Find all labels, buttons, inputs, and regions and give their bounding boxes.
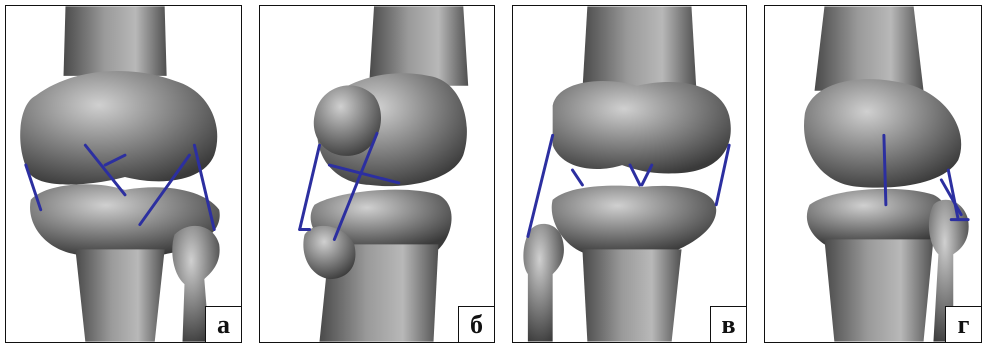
knee-joint-image-g (765, 6, 981, 342)
panel-label-v: в (710, 306, 746, 342)
tibia-plateau (807, 189, 949, 244)
ligament-line (572, 170, 582, 185)
knee-joint-image-a (6, 6, 241, 342)
tibia-plateau (552, 186, 717, 253)
femur-condyles (553, 81, 731, 173)
femur-condyles (804, 79, 961, 188)
tibia-shaft (75, 249, 164, 341)
femur-shaft (64, 6, 167, 75)
femur-shaft (582, 6, 696, 90)
tibia-shaft (582, 249, 681, 341)
panel-label-g: г (945, 306, 981, 342)
tibia-shaft (824, 239, 933, 341)
panel-label-b: б (458, 306, 494, 342)
knee-joint-image-b (260, 6, 494, 342)
femur-shaft (815, 7, 924, 91)
femur-condyles (20, 71, 217, 185)
knee-joint-image-v (513, 6, 746, 342)
fibula (523, 224, 564, 342)
panel-label-a: а (205, 306, 241, 342)
knee-panel-g: г (764, 5, 982, 343)
knee-panel-a: а (5, 5, 242, 343)
knee-panel-v: в (512, 5, 747, 343)
ligament-line (528, 135, 553, 236)
knee-panel-b: б (259, 5, 495, 343)
ligament-line (884, 135, 886, 204)
femur-shaft (369, 6, 468, 85)
